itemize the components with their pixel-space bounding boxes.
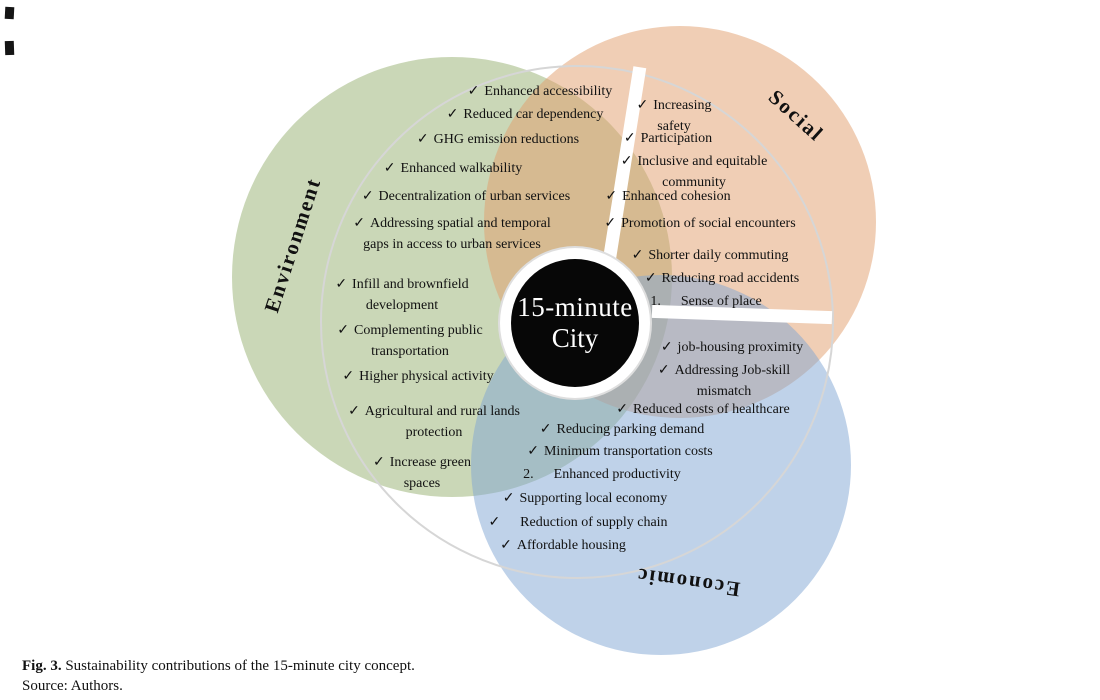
venn-item: ✓ Reduced car dependency — [447, 104, 604, 125]
venn-item: ✓ Decentralization of urban services — [362, 186, 570, 207]
venn-item-text: Sense of place — [680, 294, 762, 309]
venn-item: ✓ Enhanced walkability — [384, 158, 522, 179]
check-icon: ✓ — [657, 363, 670, 378]
venn-item-text: Reduction of supply chain — [520, 515, 668, 530]
venn-item: ✓ Increasing safety — [624, 95, 724, 137]
check-icon: ✓ — [616, 402, 629, 417]
venn-item-text: Promotion of social encounters — [621, 216, 796, 231]
check-icon: ✓ — [502, 491, 515, 506]
check-icon: ✓ — [604, 216, 617, 231]
inner-ring-outline — [320, 65, 834, 579]
check-icon: ✓ — [353, 216, 365, 231]
figure-caption-text: Sustainability contributions of the 15-m… — [65, 658, 415, 674]
venn-item-text: Supporting local economy — [519, 491, 668, 506]
number-marker: 1. — [650, 294, 661, 309]
center-label-line2: City — [551, 323, 599, 353]
check-icon: ✓ — [488, 515, 501, 530]
venn-item-text: Shorter daily commuting — [648, 248, 789, 263]
venn-item: ✓ Increase green spaces — [363, 452, 481, 494]
number-marker: 2. — [523, 467, 534, 482]
venn-item: ✓ Infill and brownfield development — [318, 274, 486, 316]
venn-item: ✓ Reducing road accidents — [645, 268, 799, 289]
venn-item-text: Inclusive and equitable community — [637, 154, 768, 190]
venn-item-text: GHG emission reductions — [433, 132, 580, 147]
venn-item: ✓ Minimum transportation costs — [527, 441, 713, 462]
venn-item-text: Reducing parking demand — [556, 422, 705, 437]
venn-item: ✓ Shorter daily commuting — [632, 245, 789, 266]
check-icon: ✓ — [342, 369, 355, 384]
figure-source: Source: Authors. — [22, 678, 123, 694]
venn-item-text: Enhanced walkability — [400, 161, 523, 176]
venn-item: ✓ Reduction of supply chain — [488, 512, 667, 533]
check-icon: ✓ — [383, 161, 396, 176]
venn-item-text: Complementing public transportation — [354, 323, 483, 359]
check-icon: ✓ — [605, 189, 618, 204]
check-icon: ✓ — [539, 422, 552, 437]
venn-item: ✓ Reducing parking demand — [540, 419, 704, 440]
venn-item-text: Increasing safety — [653, 98, 712, 134]
venn-item-text: Reducing road accidents — [661, 271, 800, 286]
check-icon: ✓ — [348, 404, 360, 419]
venn-item-text: Infill and brownfield development — [352, 277, 469, 313]
check-icon: ✓ — [500, 538, 512, 553]
check-icon: ✓ — [335, 277, 348, 292]
venn-item-text: Enhanced accessibility — [484, 84, 613, 99]
check-icon: ✓ — [660, 340, 673, 355]
venn-item: ✓ job-housing proximity — [661, 337, 803, 358]
check-icon: ✓ — [416, 132, 429, 147]
check-icon: ✓ — [361, 189, 374, 204]
check-icon: ✓ — [467, 84, 480, 99]
venn-item-text: Addressing Job-skill mismatch — [674, 363, 791, 399]
venn-item-text: Affordable housing — [516, 538, 626, 553]
venn-item-text: Higher physical activity — [359, 369, 494, 384]
venn-item-text: Enhanced cohesion — [622, 189, 731, 204]
figure-caption-label: Fig. 3. — [22, 658, 62, 674]
check-icon: ✓ — [337, 323, 349, 338]
venn-item: ✓ Reduced costs of healthcare — [616, 399, 789, 420]
venn-item: ✓ GHG emission reductions — [417, 129, 579, 150]
check-icon: ✓ — [527, 444, 539, 459]
venn-item-text: Reduced car dependency — [463, 107, 604, 122]
check-icon: ✓ — [631, 248, 644, 263]
venn-item-text: Reduced costs of healthcare — [633, 402, 790, 417]
check-icon: ✓ — [446, 107, 459, 122]
venn-item: 2. Enhanced productivity — [523, 464, 681, 485]
venn-item: ✓ Enhanced accessibility — [468, 81, 613, 102]
center-label-line1: 15-minute — [517, 292, 633, 322]
venn-item: ✓ Complementing public transportation — [326, 320, 494, 362]
scan-artifact — [4, 6, 15, 20]
check-icon: ✓ — [636, 98, 649, 113]
venn-item-text: Agricultural and rural lands protection — [364, 404, 520, 440]
venn-item: ✓ Participation — [624, 128, 712, 149]
venn-item-text: Minimum transportation costs — [543, 444, 713, 459]
check-icon: ✓ — [620, 154, 633, 169]
venn-item-text: Increase green spaces — [389, 455, 471, 491]
check-icon: ✓ — [623, 131, 636, 146]
venn-item: ✓ Agricultural and rural lands protection — [345, 401, 523, 443]
venn-item-text: Decentralization of urban services — [378, 189, 571, 204]
venn-item-text: Addressing spatial and temporal gaps in … — [363, 216, 551, 252]
venn-item: 1. Sense of place — [650, 291, 761, 312]
venn-item: ✓ Addressing Job-skill mismatch — [635, 360, 813, 402]
figure-caption: Fig. 3. Sustainability contributions of … — [22, 658, 415, 675]
scan-artifact — [4, 40, 15, 56]
center-label-disc: 15-minute City — [511, 259, 639, 387]
venn-item: ✓ Supporting local economy — [503, 488, 668, 509]
check-icon: ✓ — [373, 455, 385, 470]
venn-item-text: job-housing proximity — [677, 340, 804, 355]
venn-item: ✓ Enhanced cohesion — [605, 186, 730, 207]
venn-item: ✓ Promotion of social encounters — [604, 213, 795, 234]
venn-item: ✓ Higher physical activity — [342, 366, 493, 387]
venn-item: ✓ Inclusive and equitable community — [605, 151, 783, 193]
check-icon: ✓ — [644, 271, 657, 286]
venn-item: ✓Addressing spatial and temporal gaps in… — [343, 213, 561, 255]
venn-item: ✓ Affordable housing — [500, 535, 626, 556]
venn-item-text: Participation — [640, 131, 713, 146]
venn-item-text: Enhanced productivity — [553, 467, 681, 482]
